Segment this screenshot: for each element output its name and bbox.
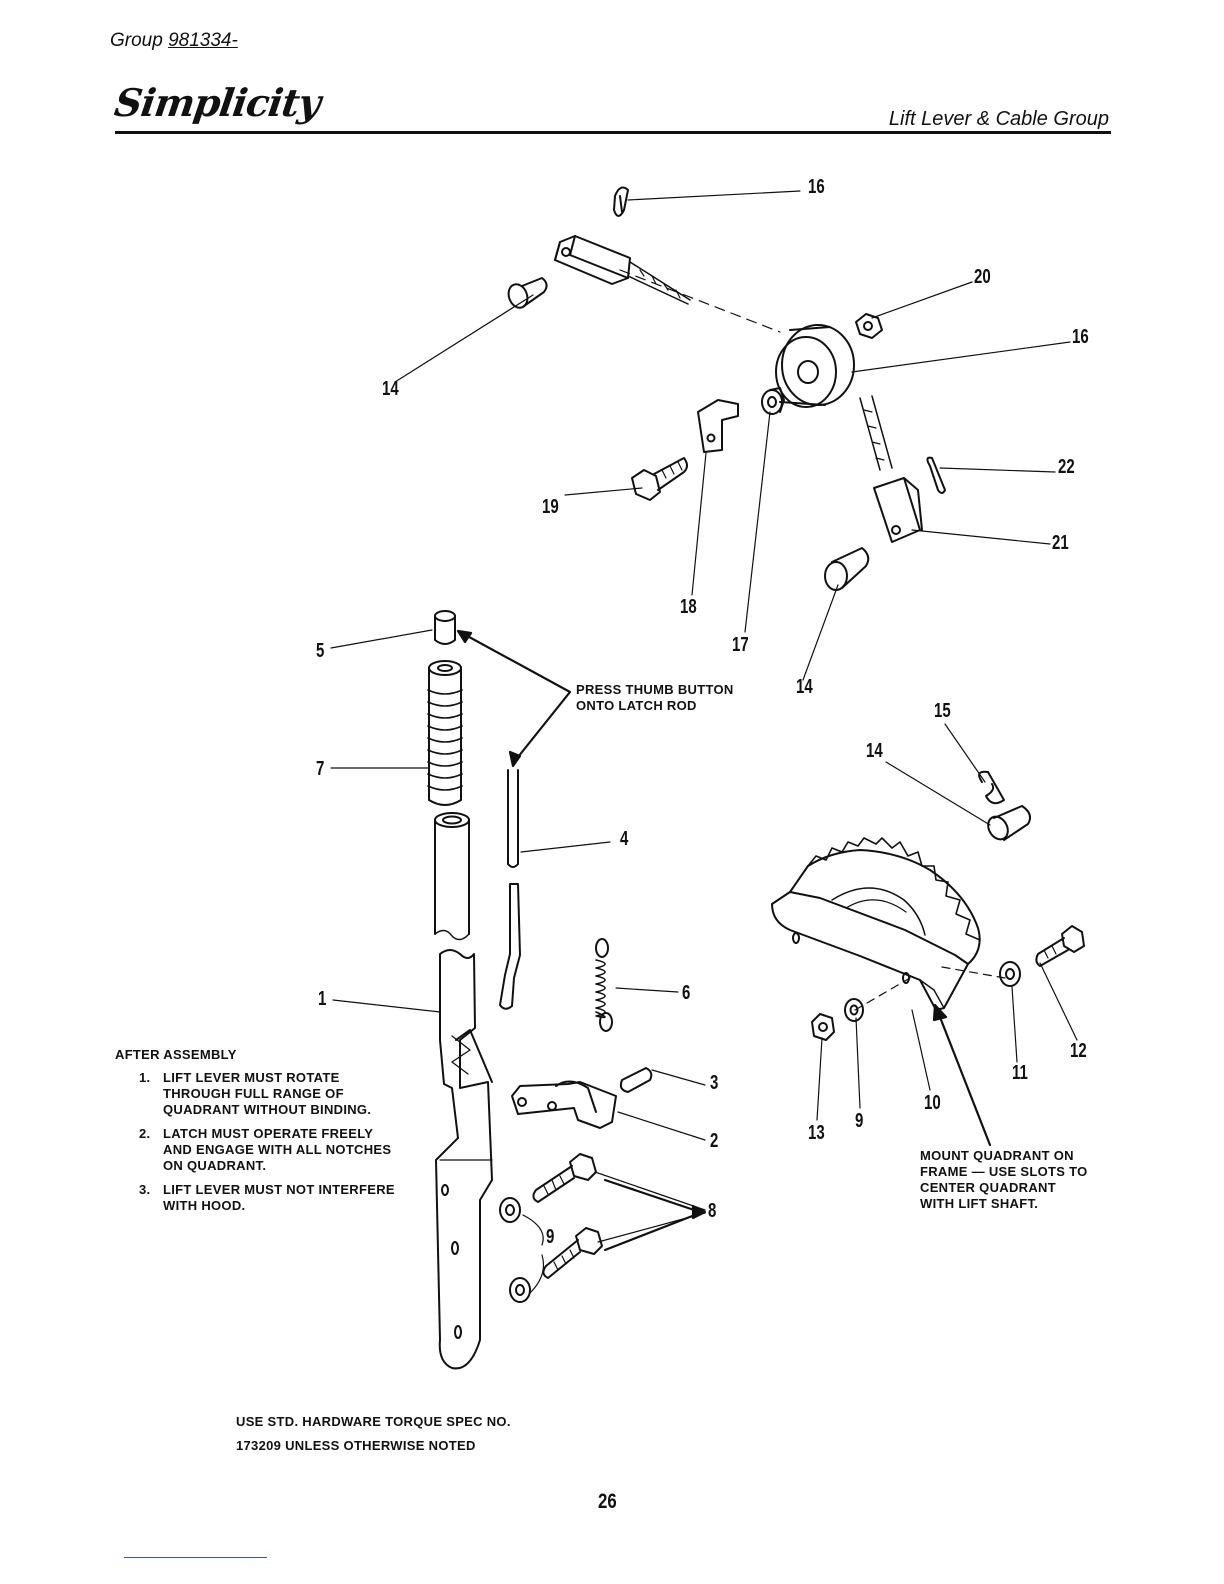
- hex-nut-20: [855, 313, 883, 339]
- callout-19: 19: [542, 496, 559, 518]
- spacer-17: [761, 387, 785, 415]
- latch-2: [511, 1080, 617, 1129]
- item-number: 3.: [139, 1182, 151, 1197]
- callout-15: 15: [934, 700, 951, 722]
- lock-washer-9-lower: [509, 1277, 531, 1303]
- press-thumb-button-note: PRESS THUMB BUTTON ONTO LATCH ROD: [576, 682, 734, 714]
- bolt-19: [631, 457, 688, 501]
- group-label: Group: [110, 30, 163, 51]
- section-title: Lift Lever & Cable Group: [888, 108, 1109, 130]
- bolt-8-upper: [532, 1153, 597, 1203]
- torque-spec-note: USE STD. HARDWARE TORQUE SPEC NO. 173209…: [236, 1410, 511, 1458]
- callout-11: 11: [1012, 1062, 1028, 1084]
- item-number: 1.: [139, 1070, 151, 1085]
- lever-tube: [434, 812, 470, 941]
- note-line: ONTO LATCH ROD: [576, 698, 697, 713]
- press-thumb-arrows: [456, 629, 992, 1252]
- cable-clevis-upper: [554, 235, 691, 305]
- callout-18: 18: [680, 596, 697, 618]
- callout-13: 13: [808, 1122, 825, 1144]
- hex-nut-13: [811, 1013, 835, 1041]
- cotter-pin-16: [613, 186, 629, 217]
- item-number: 2.: [139, 1126, 151, 1141]
- group-number: 981334-: [168, 30, 238, 51]
- thumb-button-5: [434, 610, 456, 645]
- callout-9-left: 9: [546, 1226, 555, 1248]
- note-line: CENTER QUADRANT: [920, 1180, 1056, 1195]
- callout-3: 3: [710, 1072, 719, 1094]
- note-line: 173209 UNLESS OTHERWISE NOTED: [236, 1438, 476, 1453]
- callout-12: 12: [1070, 1040, 1087, 1062]
- list-item: 2. LATCH MUST OPERATE FREELY AND ENGAGE …: [139, 1126, 403, 1174]
- callout-22: 22: [1058, 456, 1075, 478]
- item-text: LIFT LEVER MUST NOT INTERFERE WITH HOOD.: [163, 1182, 395, 1213]
- lock-washer-9-upper: [499, 1197, 521, 1223]
- lock-washer-9-right: [844, 998, 864, 1022]
- bolt-12: [1035, 925, 1085, 967]
- clevis-pin-14-middle: [824, 547, 870, 591]
- after-assembly-heading: AFTER ASSEMBLY: [115, 1047, 237, 1062]
- callout-5: 5: [316, 640, 325, 662]
- cotter-pin-22: [926, 456, 946, 494]
- header-rule: [115, 131, 1111, 134]
- leader-lines: [330, 190, 1078, 1294]
- pulley-16: [775, 324, 855, 408]
- note-line: WITH LIFT SHAFT.: [920, 1196, 1039, 1211]
- group-number-line: Group 981334-: [110, 30, 264, 52]
- bolt-8-lower: [542, 1227, 603, 1279]
- callout-8: 8: [708, 1200, 717, 1222]
- callout-7: 7: [316, 758, 325, 780]
- item-text: LATCH MUST OPERATE FREELY AND ENGAGE WIT…: [163, 1126, 392, 1173]
- callout-16-cotter-pin: 16: [808, 176, 825, 198]
- callout-20-nut: 20: [974, 266, 991, 288]
- callout-17: 17: [732, 634, 749, 656]
- clevis-pin-14-upper: [507, 277, 548, 309]
- note-line: MOUNT QUADRANT ON: [920, 1148, 1074, 1163]
- page-number: 26: [598, 1490, 617, 1513]
- list-item: 3. LIFT LEVER MUST NOT INTERFERE WITH HO…: [139, 1182, 403, 1214]
- bracket-18: [697, 399, 739, 453]
- callout-6: 6: [682, 982, 691, 1004]
- cable-clevis-lower: [859, 395, 923, 543]
- callout-14-middle: 14: [796, 676, 813, 698]
- washer-11: [999, 961, 1021, 987]
- clevis-pin-14-right: [987, 805, 1031, 841]
- callout-1: 1: [318, 988, 327, 1010]
- footer-link-underline: [124, 1557, 267, 1558]
- callout-21: 21: [1052, 532, 1069, 554]
- callout-9-right: 9: [855, 1110, 864, 1132]
- after-assembly-list: 1. LIFT LEVER MUST ROTATE THROUGH FULL R…: [139, 1070, 403, 1214]
- handle-grip-7: [427, 660, 463, 806]
- callout-14-upper: 14: [382, 378, 399, 400]
- mount-quadrant-note: MOUNT QUADRANT ON FRAME — USE SLOTS TO C…: [920, 1148, 1088, 1212]
- note-line: USE STD. HARDWARE TORQUE SPEC NO.: [236, 1414, 511, 1429]
- callout-16-pulley: 16: [1072, 326, 1089, 348]
- after-assembly-notes: AFTER ASSEMBLY 1. LIFT LEVER MUST ROTATE…: [115, 1047, 403, 1222]
- pin-3: [619, 1067, 653, 1093]
- callout-14-right: 14: [866, 740, 883, 762]
- hair-pin-15: [978, 770, 1005, 805]
- callout-4: 4: [620, 828, 629, 850]
- item-text: LIFT LEVER MUST ROTATE THROUGH FULL RANG…: [163, 1070, 372, 1117]
- callout-2: 2: [710, 1130, 719, 1152]
- spring-6: [595, 938, 613, 1032]
- note-line: PRESS THUMB BUTTON: [576, 682, 734, 697]
- lift-lever-1: [435, 949, 493, 1370]
- note-line: FRAME — USE SLOTS TO: [920, 1164, 1088, 1179]
- list-item: 1. LIFT LEVER MUST ROTATE THROUGH FULL R…: [139, 1070, 403, 1118]
- latch-rod-4: [499, 769, 521, 1010]
- callout-10: 10: [924, 1092, 941, 1114]
- quadrant-10: [771, 837, 981, 1011]
